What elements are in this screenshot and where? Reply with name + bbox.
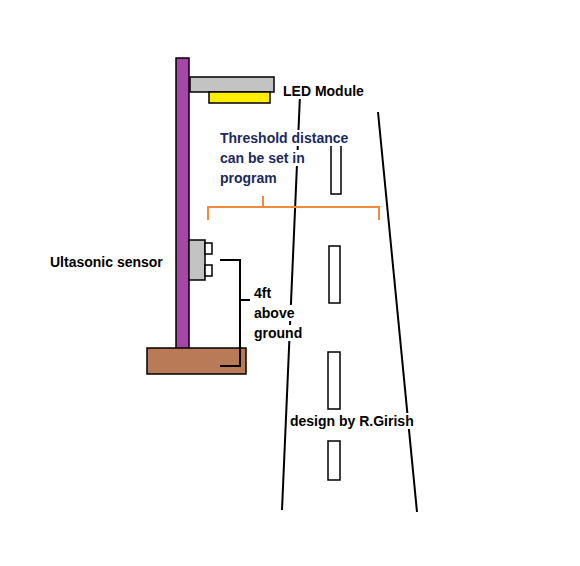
label-text: 4ft above ground [254, 285, 302, 341]
sensor-transducer [205, 243, 212, 254]
road-edge [378, 112, 417, 512]
label-text: Ultasonic sensor [50, 254, 163, 270]
height-bracket-tick [240, 299, 250, 301]
threshold-bracket [208, 196, 379, 220]
led-housing [190, 77, 274, 92]
part-label: Ultasonic sensor [50, 252, 163, 272]
part-label: LED Module [283, 81, 364, 101]
lane-dash [331, 140, 341, 194]
pole-base [147, 348, 246, 374]
led-light [209, 92, 270, 103]
label-text: design by R.Girish [290, 413, 414, 429]
lane-dash [328, 441, 340, 480]
pole [176, 58, 189, 350]
note-label: Threshold distance can be set in program [220, 128, 355, 188]
lane-dash [329, 246, 340, 303]
label-text: Threshold distance can be set in program [220, 130, 348, 186]
label-text: LED Module [283, 83, 364, 99]
credit-label: design by R.Girish [290, 411, 414, 431]
ultrasonic-sensor [189, 240, 205, 280]
lane-dash [328, 352, 340, 409]
sensor-transducer [205, 265, 212, 276]
dimension-label: 4ft above ground [254, 283, 312, 343]
height-bracket [220, 260, 240, 366]
